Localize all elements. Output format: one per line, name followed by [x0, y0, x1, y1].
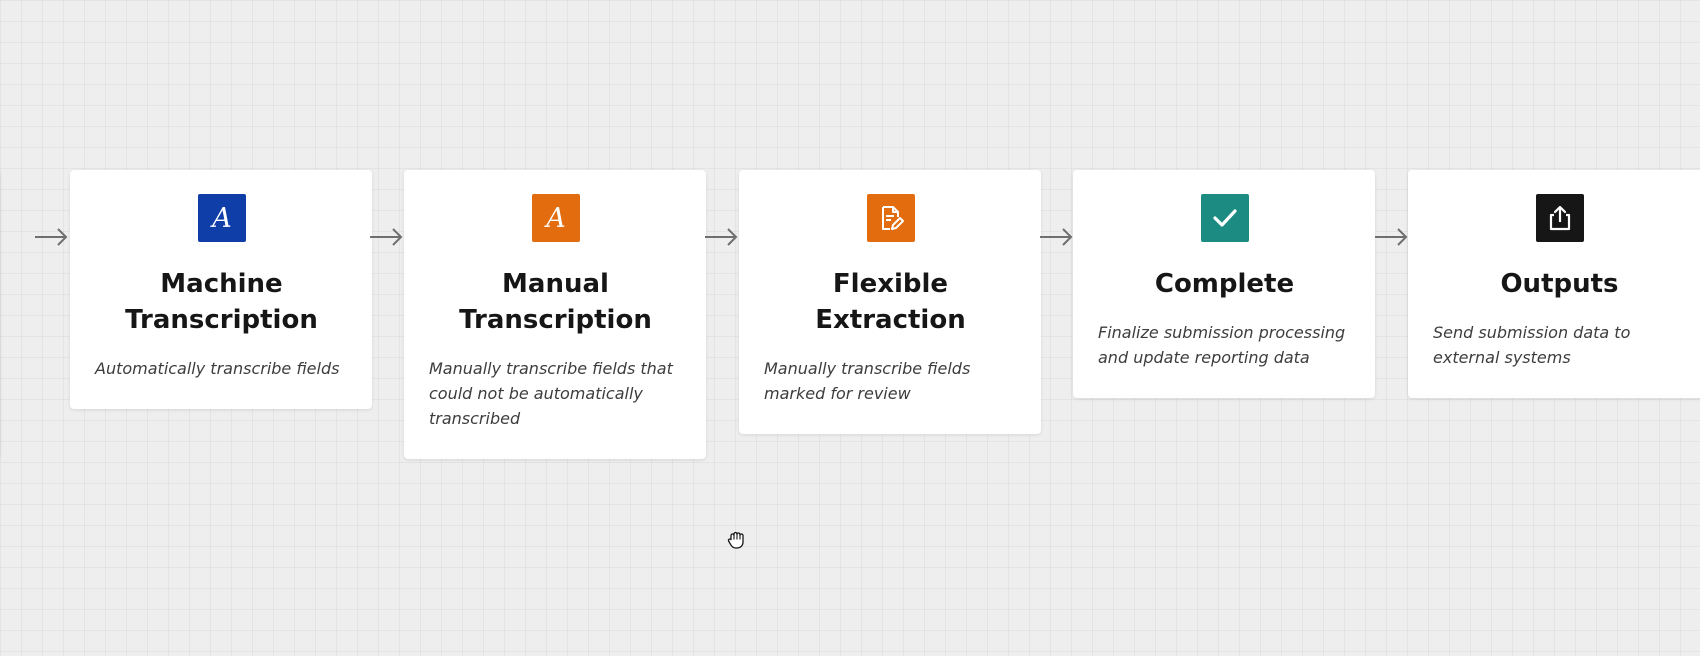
flow-step-card-outputs[interactable]: Outputs Send submission data to external…: [1408, 170, 1700, 398]
svg-text:A: A: [209, 203, 232, 233]
step-description: Manually transcribe fields that could no…: [429, 359, 673, 428]
step-title: Outputs: [1500, 269, 1619, 299]
flow-arrow: [1375, 228, 1408, 246]
step-description: Manually transcribe fields marked for re…: [764, 359, 971, 403]
text-a-icon: A: [531, 194, 580, 242]
step-description: Automatically transcribe fields: [95, 359, 340, 378]
step-description: Send submission data to external systems: [1433, 323, 1631, 367]
document-edit-icon: [866, 194, 915, 242]
step-title: Flexible Extraction: [815, 269, 966, 335]
step-title: Machine Transcription: [125, 269, 318, 335]
flow-arrow: [370, 228, 403, 246]
step-description: Finalize submission processing and updat…: [1098, 323, 1346, 367]
text-a-icon: A: [197, 194, 246, 242]
flow-step-card-manual-transcription[interactable]: A Manual Transcription Manually transcri…: [404, 170, 706, 459]
share-export-icon: [1535, 194, 1584, 242]
flow-arrow: [1040, 228, 1073, 246]
flow-step-card-complete[interactable]: Complete Finalize submission processing …: [1073, 170, 1375, 398]
flow-arrow: [35, 228, 68, 246]
step-title: Manual Transcription: [459, 269, 652, 335]
flow-step-card-flexible-extraction[interactable]: Flexible Extraction Manually transcribe …: [739, 170, 1041, 434]
hand-grab-icon: [727, 531, 744, 549]
flow-arrow: [705, 228, 738, 246]
step-title: Complete: [1154, 269, 1295, 299]
checkmark-icon: [1200, 194, 1249, 242]
svg-text:A: A: [543, 203, 566, 233]
flow-step-card-machine-transcription[interactable]: A Machine Transcription Automatically tr…: [70, 170, 372, 409]
